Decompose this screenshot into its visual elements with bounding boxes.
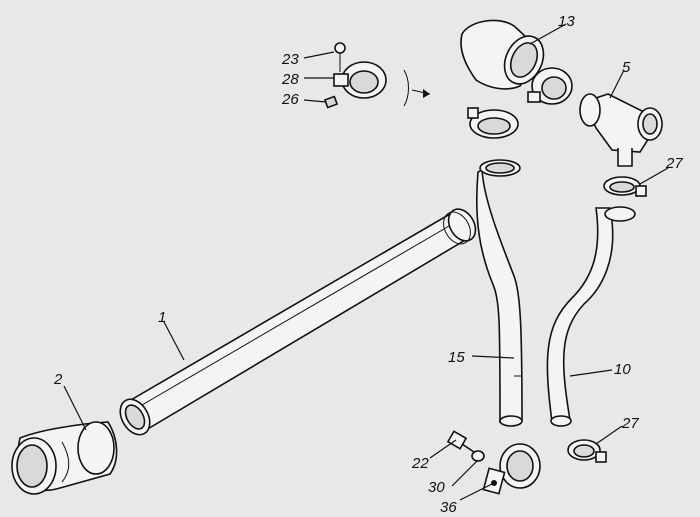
label-10: 10	[614, 361, 631, 378]
label-27-lower: 27	[621, 415, 639, 432]
part-10-hose	[546, 206, 636, 427]
clamp-pair-under-13	[467, 67, 573, 139]
direction-arrow	[403, 69, 431, 107]
label-27-upper: 27	[665, 155, 683, 172]
bolt-washer-bracket	[446, 430, 541, 495]
label-1: 1	[158, 309, 166, 326]
clamp-27-lower	[567, 439, 607, 463]
part-15-bent-pipe	[475, 159, 523, 427]
label-23: 23	[281, 51, 299, 68]
label-22: 22	[411, 455, 429, 472]
label-26: 26	[281, 91, 299, 108]
part-13-elbow	[460, 19, 545, 90]
part-5-tee-fitting	[579, 93, 663, 167]
part-1-long-pipe	[119, 208, 477, 436]
label-36: 36	[440, 499, 457, 516]
label-28: 28	[281, 71, 299, 88]
part-2-elbow	[11, 421, 118, 495]
clamp-28-group	[323, 42, 387, 109]
leader-lines	[63, 23, 669, 501]
label-13: 13	[558, 13, 575, 30]
label-15: 15	[448, 349, 465, 366]
label-2: 2	[53, 371, 63, 388]
clamp-27-upper	[603, 176, 647, 197]
label-30: 30	[428, 479, 445, 496]
label-5: 5	[622, 59, 631, 76]
